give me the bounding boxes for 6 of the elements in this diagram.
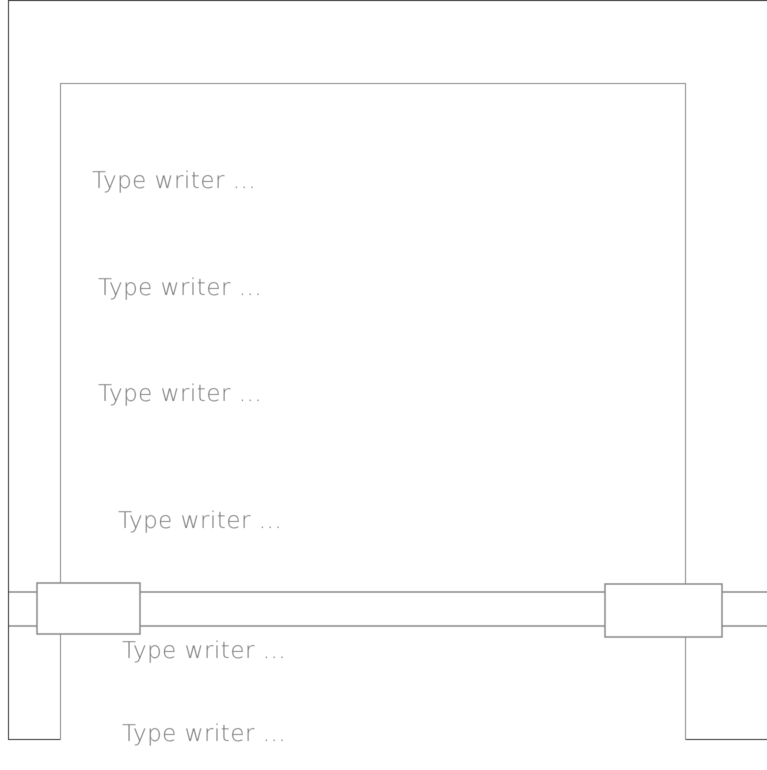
handwritten-text: Type writer ... [118, 508, 282, 534]
handwritten-text: Type writer ... [98, 275, 262, 301]
handwritten-text: Type writer ... [92, 168, 256, 194]
handwritten-text: Type writer ... [98, 381, 262, 407]
handwritten-text: Type writer ... [122, 721, 286, 747]
handwritten-text: Type writer ... [122, 638, 286, 664]
